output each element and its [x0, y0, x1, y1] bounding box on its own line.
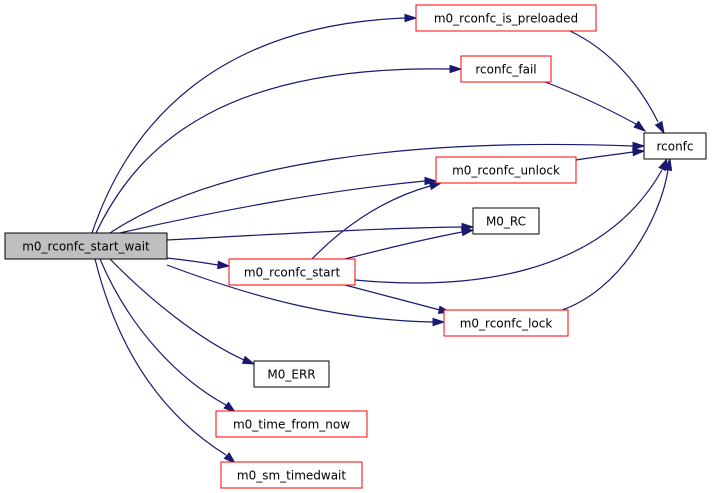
- node-label: m0_rconfc_start: [244, 266, 341, 280]
- edge-line: [109, 143, 634, 234]
- arrowhead-icon: [404, 13, 418, 23]
- edge-line: [166, 264, 434, 323]
- edge-start-wait-to-lock: [166, 264, 446, 327]
- edge-start-wait-to-time-from-now: [99, 258, 237, 413]
- edge-start-to-unlock: [311, 181, 443, 260]
- edge-start-wait-to-fail: [95, 64, 463, 234]
- edge-line: [119, 180, 426, 234]
- arrowhead-icon: [223, 452, 237, 465]
- node-label: m0_rconfc_is_preloaded: [434, 12, 578, 26]
- node-label: M0_ERR: [267, 368, 315, 382]
- edges: [91, 13, 673, 465]
- edge-start-wait-to-start: [166, 257, 231, 270]
- arrowhead-icon: [632, 147, 646, 157]
- node-m0-err[interactable]: M0_ERR: [253, 360, 330, 388]
- edge-is-preloaded-to-rconfc: [569, 30, 665, 135]
- edge-line: [94, 258, 227, 456]
- edge-line: [91, 17, 406, 234]
- node-m0-rconfc-start-wait[interactable]: m0_rconfc_start_wait: [4, 232, 168, 260]
- edge-start-wait-to-unlock: [119, 176, 438, 234]
- arrowhead-icon: [217, 260, 231, 270]
- edge-start-wait-to-is-preloaded: [91, 13, 418, 234]
- edge-start-to-lock: [344, 284, 452, 314]
- edge-line: [344, 284, 441, 311]
- edge-line: [569, 30, 659, 123]
- edge-line: [109, 258, 245, 361]
- arrowhead-icon: [654, 120, 665, 135]
- arrowhead-icon: [241, 355, 256, 365]
- arrowhead-icon: [633, 120, 647, 132]
- nodes: m0_rconfc_start_wait m0_rconfc_is_preloa…: [4, 4, 707, 489]
- edge-line: [166, 257, 219, 266]
- node-m0-sm-timedwait[interactable]: m0_sm_timedwait: [220, 461, 363, 489]
- node-m0-time-from-now[interactable]: m0_time_from_now: [215, 410, 368, 438]
- arrowhead-icon: [223, 401, 237, 413]
- arrowhead-icon: [632, 141, 646, 151]
- edge-line: [544, 81, 637, 125]
- node-label: rconfc: [656, 140, 693, 154]
- node-label: m0_time_from_now: [233, 418, 350, 432]
- node-rconfc[interactable]: rconfc: [643, 132, 707, 160]
- edge-start-wait-to-rconfc: [109, 141, 646, 234]
- edge-start-wait-to-err: [109, 258, 256, 365]
- node-m0-rconfc-is-preloaded[interactable]: m0_rconfc_is_preloaded: [415, 4, 597, 32]
- edge-line: [354, 169, 663, 284]
- edge-lock-to-rconfc: [561, 157, 673, 311]
- edge-line: [166, 226, 463, 241]
- edge-line: [575, 151, 634, 161]
- node-label: rconfc_fail: [475, 63, 536, 77]
- node-label: m0_sm_timedwait: [237, 469, 346, 483]
- node-rconfc-fail[interactable]: rconfc_fail: [460, 55, 552, 83]
- node-m0-rc[interactable]: M0_RC: [472, 207, 540, 235]
- edge-line: [99, 258, 227, 406]
- edge-line: [344, 231, 463, 260]
- edge-line: [561, 169, 669, 311]
- arrowhead-icon: [449, 64, 463, 74]
- node-label: M0_RC: [486, 215, 526, 229]
- edge-unlock-to-rconfc: [575, 147, 646, 161]
- arrowhead-icon: [432, 317, 446, 327]
- edge-start-wait-to-timedwait: [94, 258, 237, 465]
- arrowhead-icon: [428, 181, 443, 191]
- edge-start-wait-to-rc: [166, 222, 475, 241]
- arrowhead-icon: [663, 157, 673, 172]
- node-label: m0_rconfc_unlock: [452, 164, 560, 178]
- node-m0-rconfc-lock[interactable]: m0_rconfc_lock: [443, 309, 569, 337]
- edge-line: [311, 185, 431, 260]
- node-label: m0_rconfc_start_wait: [22, 240, 150, 254]
- node-m0-rconfc-start[interactable]: m0_rconfc_start: [228, 258, 356, 286]
- edge-fail-to-rconfc: [544, 81, 647, 132]
- edge-line: [95, 68, 451, 234]
- node-label: m0_rconfc_lock: [460, 317, 553, 331]
- arrowhead-icon: [460, 227, 475, 237]
- edge-start-to-rc: [344, 227, 475, 260]
- node-m0-rconfc-unlock[interactable]: m0_rconfc_unlock: [435, 156, 577, 184]
